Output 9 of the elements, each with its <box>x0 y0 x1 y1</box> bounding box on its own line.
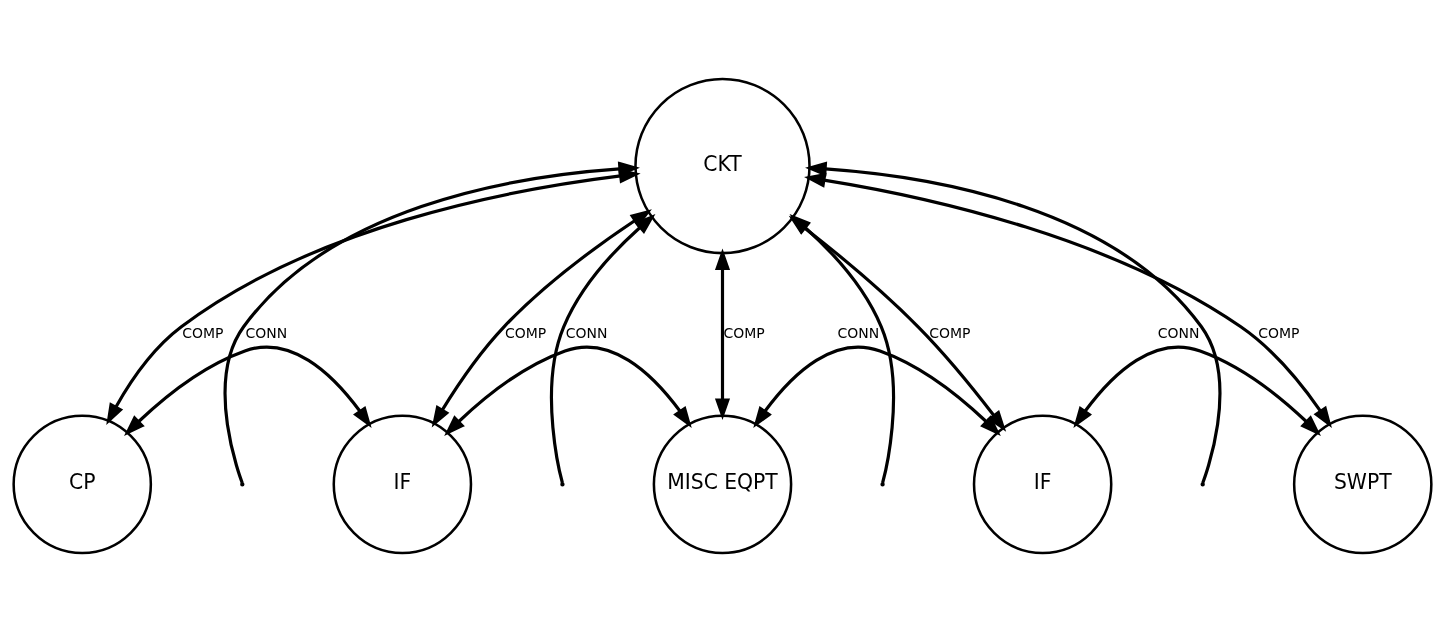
edge-label: CONN <box>1157 324 1200 341</box>
edge-label: COMP <box>1258 324 1300 341</box>
edge-label: COMP <box>929 324 971 341</box>
edge-label: COMP <box>182 324 224 341</box>
edge-label: CONN <box>837 324 880 341</box>
edge-label: CONN <box>565 324 608 341</box>
edge-label: COMP <box>723 324 765 341</box>
edge-label: COMP <box>504 324 547 341</box>
edge-label: CONN <box>245 324 288 341</box>
